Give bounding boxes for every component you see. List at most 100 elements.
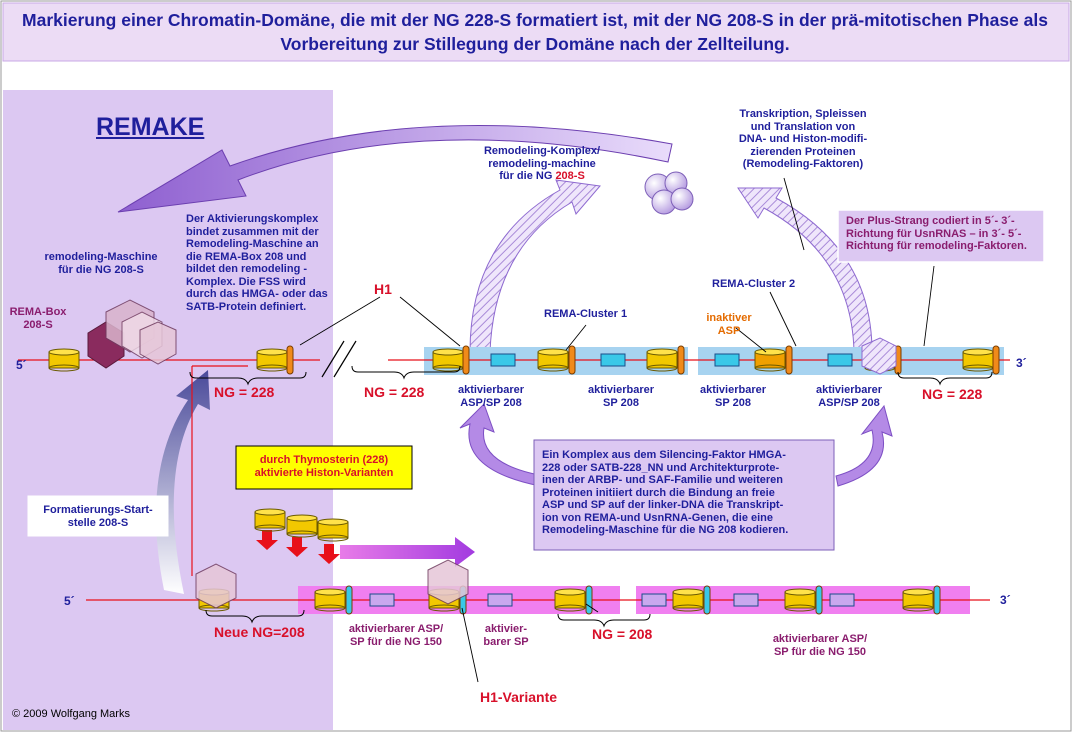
upper-machine-right [861, 337, 897, 375]
h1-label: H1 [374, 281, 392, 297]
h1-upper-7 [992, 345, 1000, 375]
histone-variant-1-bottom [254, 524, 286, 532]
aktivier-sp-label: aktivier-barer SP [483, 623, 529, 648]
h1-variant-4 [703, 585, 711, 615]
five-prime-upper: 5´ [16, 358, 27, 372]
binding-site-lower-1 [369, 593, 395, 607]
nucleosome-lower-6-top [784, 588, 816, 596]
histone-variant-1-top [254, 508, 286, 516]
h1-upper-4 [677, 345, 685, 375]
histone-variant-3-top [317, 518, 349, 526]
title-banner [2, 2, 1070, 62]
nucleosome-upper-1-bottom [48, 364, 80, 372]
remodeling-maschine-shape-3 [139, 321, 177, 365]
nucleosome-lower-4-top [554, 588, 586, 596]
binding-site-upper-3 [714, 353, 740, 367]
nucleosome-upper-6-inactive-top [754, 348, 786, 356]
histone-variant-3-bottom [317, 534, 349, 542]
h1-upper-3 [568, 345, 576, 375]
sweep-arrow-top [117, 124, 673, 213]
lower-machine-left [195, 563, 237, 609]
nucleosome-upper-8-top [962, 348, 994, 356]
histone-variant-2-bottom [286, 530, 318, 538]
break-mark-1 [321, 340, 345, 378]
nucleosome-lower-5-bottom [672, 604, 704, 612]
nucleosome-lower-7-top [902, 588, 934, 596]
binding-site-lower-4 [733, 593, 759, 607]
binding-site-upper-1 [490, 353, 516, 367]
akt-asp-150-b: aktivierbarer ASP/SP für die NG 150 [772, 633, 868, 658]
akt-asp-150-a: aktivierbarer ASP/SP für die NG 150 [348, 623, 444, 648]
rema-cluster-2-label: REMA-Cluster 2 [712, 278, 796, 290]
nucleosome-upper-4-top [537, 348, 569, 356]
five-prime-lower: 5´ [64, 594, 75, 608]
ng208-label: NG = 208 [592, 626, 653, 642]
nucleosome-lower-7-bottom [902, 604, 934, 612]
h1-upper-2 [462, 345, 470, 375]
h1-upper-1 [286, 345, 294, 375]
red-down-arrows [256, 530, 340, 564]
lower-machine-mid [427, 559, 469, 605]
h1-variant-1 [345, 585, 353, 615]
nucleosome-lower-2-top [314, 588, 346, 596]
binding-site-lower-2 [487, 593, 513, 607]
formatierung-text: Formatierungs-Start-stelle 208-S [43, 504, 153, 529]
h1-variant-3 [585, 585, 593, 615]
nucleosome-upper-1-top [48, 348, 80, 356]
histone-variant-2-top [286, 514, 318, 522]
nucleosome-upper-5-top [646, 348, 678, 356]
thymosterin-text: durch Thymosterin (228)aktivierte Histon… [254, 454, 394, 479]
hatched-arrow-right [737, 187, 873, 353]
nucleosome-lower-6-bottom [784, 604, 816, 612]
three-prime-upper: 3´ [1016, 356, 1027, 370]
binding-site-lower-5 [829, 593, 855, 607]
copyright: © 2009 Wolfgang Marks [12, 708, 130, 720]
h1-upper-5 [785, 345, 793, 375]
plus-strang-box [837, 209, 1045, 263]
h1-variant-5 [815, 585, 823, 615]
break-mark-2 [333, 340, 357, 378]
plus-strang-text: Der Plus-Strang codiert in 5´- 3´-Richtu… [846, 215, 1027, 252]
curve-arrow-lower-left [459, 403, 545, 487]
ng228-mid: NG = 228 [364, 384, 425, 400]
silencing-text: Ein Komplex aus dem Silencing-Faktor HMG… [542, 449, 789, 536]
remodeling-komplex-label: Remodeling-Komplex/remodeling-machine fü… [483, 145, 601, 182]
braces [189, 365, 993, 628]
pointer-lines [299, 177, 935, 683]
nucleosome-upper-4-bottom [537, 364, 569, 372]
thymosterin-arrow [340, 537, 475, 567]
nucleosome-lower-5-top [672, 588, 704, 596]
neue-ng-label: Neue NG=208 [214, 624, 305, 640]
h1-variant-6 [933, 585, 941, 615]
ng228-right: NG = 228 [922, 386, 983, 402]
nucleosome-upper-6-inactive-bottom [754, 364, 786, 372]
nucleosome-upper-2-top [256, 348, 288, 356]
formatierung-box [27, 495, 169, 537]
nucleosome-upper-5-bottom [646, 364, 678, 372]
binding-site-upper-2 [600, 353, 626, 367]
binding-site-upper-4 [827, 353, 853, 367]
curve-arrow-lower-right [835, 404, 893, 487]
nucleosome-lower-2-bottom [314, 604, 346, 612]
binding-site-lower-3 [641, 593, 667, 607]
page-title: Markierung einer Chromatin-Domäne, die m… [22, 10, 1048, 54]
silencing-box [533, 439, 835, 551]
thymosterin-box [235, 445, 413, 490]
nucleosome-upper-3-top [432, 348, 464, 356]
nucleosome-lower-3-bottom [428, 604, 460, 612]
hatched-arrow-left [469, 179, 601, 353]
three-prime-lower: 3´ [1000, 593, 1011, 607]
rema-cluster-1-label: REMA-Cluster 1 [544, 308, 628, 320]
